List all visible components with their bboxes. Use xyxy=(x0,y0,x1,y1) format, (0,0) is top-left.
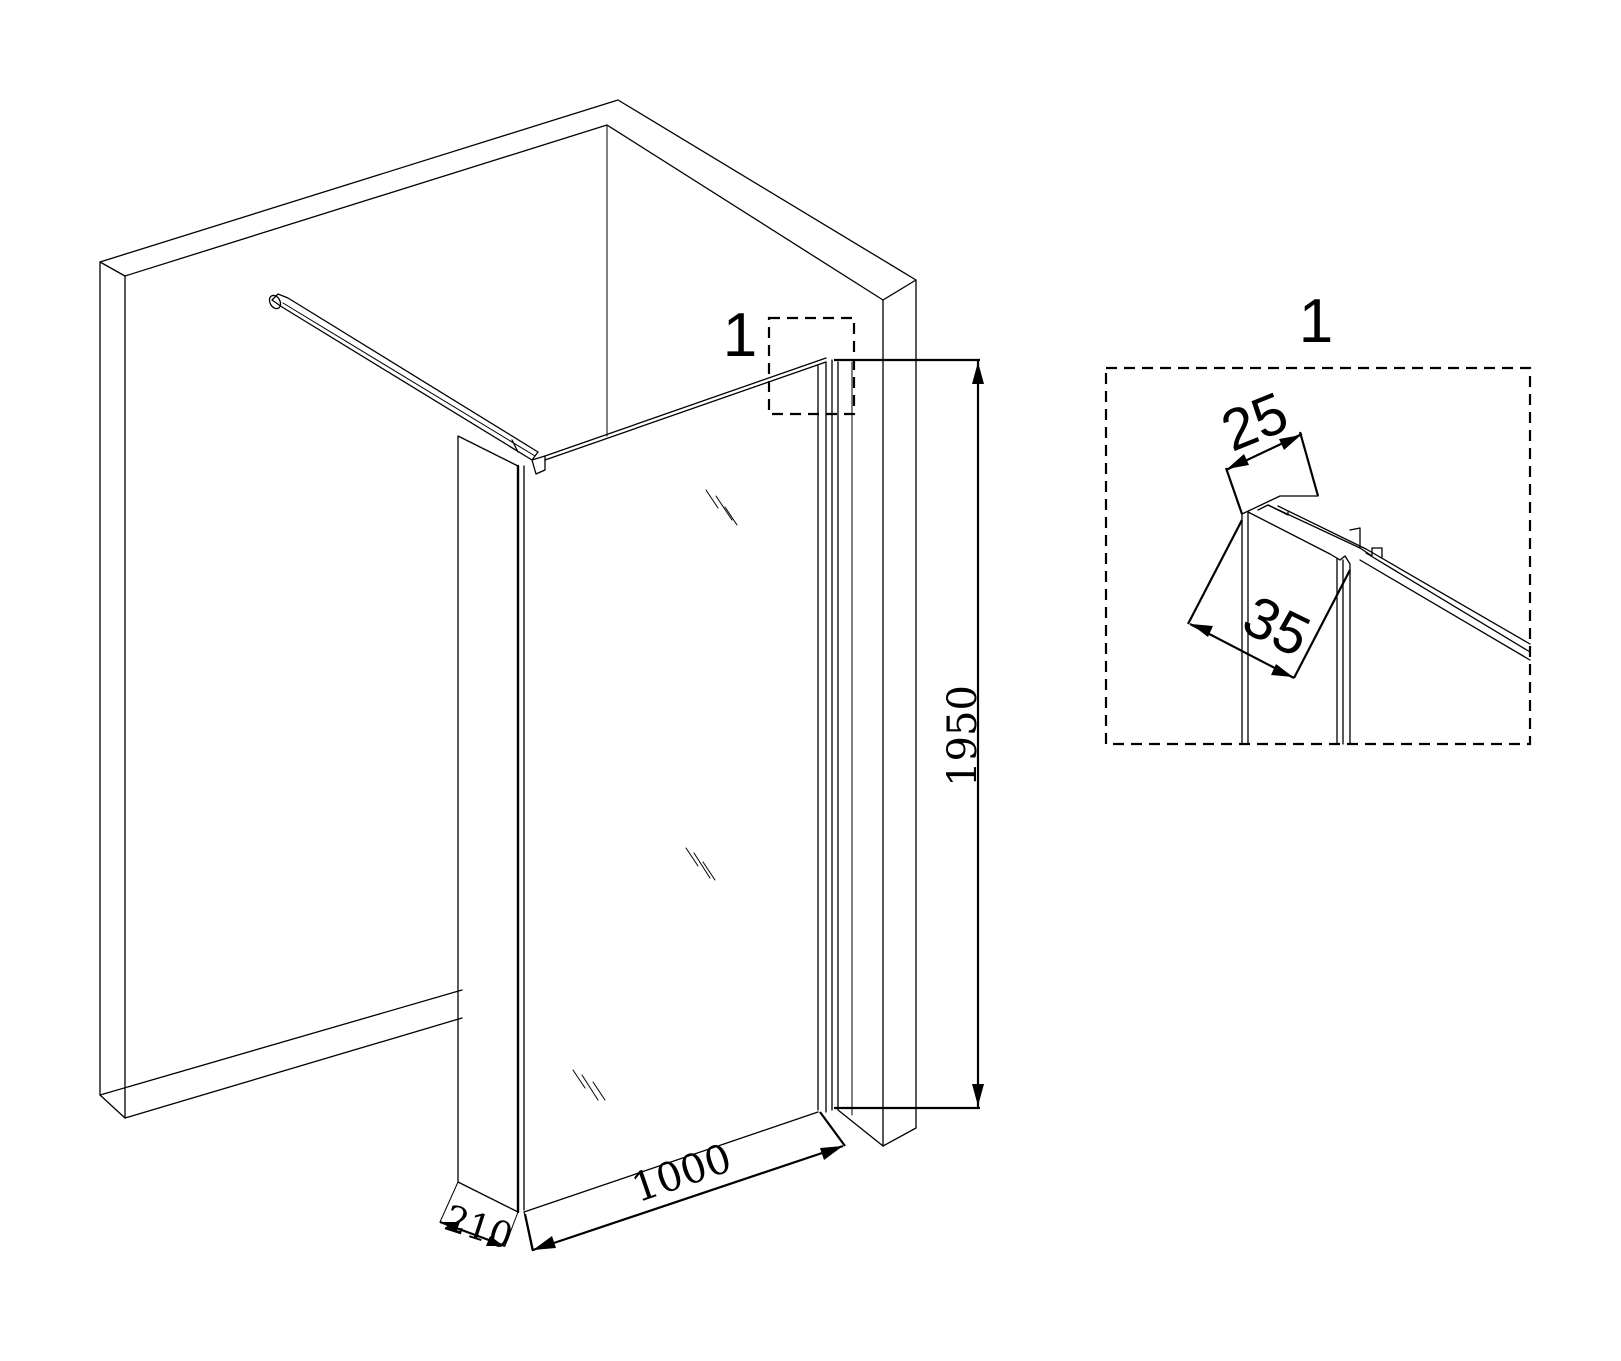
stabilizer-bar xyxy=(268,293,546,475)
detail-frame xyxy=(1104,366,1532,746)
detail-width-dimension-text: 25 xyxy=(1213,380,1297,464)
height-dimension: 1950 xyxy=(834,358,986,1110)
detail-width-dimension: 25 xyxy=(1213,380,1320,515)
width-dimension: 1000 xyxy=(523,1111,846,1252)
return-width-dimension: 210 xyxy=(440,1198,518,1258)
wall-profile-detail xyxy=(1241,495,1531,745)
detail-depth-dimension-text: 35 xyxy=(1233,583,1319,670)
detail-callout: 1 xyxy=(723,301,856,416)
glass-reflection-marks xyxy=(572,489,738,1101)
detail-title: 1 xyxy=(1299,287,1333,356)
callout-box xyxy=(767,316,856,416)
detail-view: 1 25 xyxy=(1104,287,1532,746)
detail-depth-dimension: 35 xyxy=(1187,519,1351,679)
height-dimension-text: 1950 xyxy=(940,685,986,787)
callout-label: 1 xyxy=(723,301,757,370)
return-width-dimension-text: 210 xyxy=(440,1198,518,1258)
return-panel xyxy=(439,435,533,1251)
glass-panel xyxy=(523,357,833,1213)
wall-corner xyxy=(99,99,917,1147)
